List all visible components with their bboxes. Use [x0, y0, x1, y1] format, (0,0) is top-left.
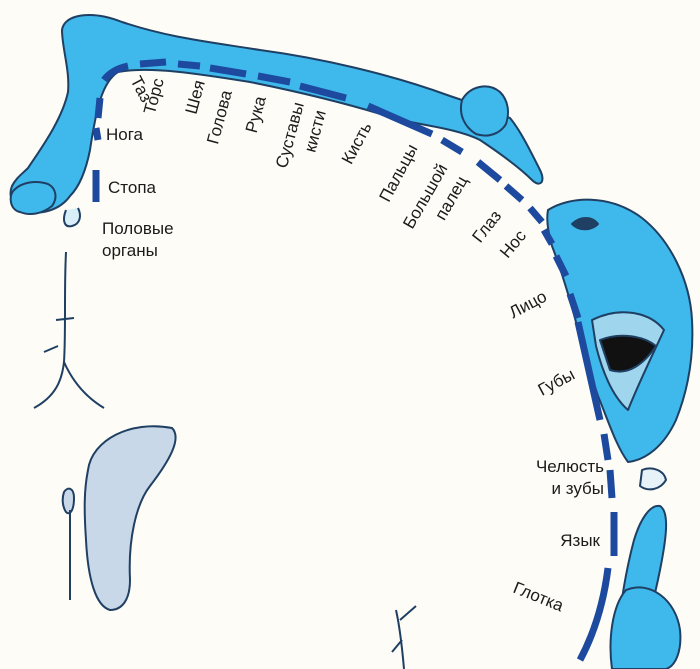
label-organy: органы [102, 241, 158, 260]
label-ruka: Рука [242, 94, 270, 135]
label-chelyust: Челюсть [536, 457, 604, 476]
pharynx-drawing [611, 587, 681, 669]
genitals-drawing [64, 208, 80, 226]
label-stopa: Стопа [108, 178, 157, 197]
map-segment [610, 470, 612, 498]
label-polovye: Половые [102, 219, 174, 238]
map-segment [530, 208, 542, 222]
map-segment [604, 434, 608, 460]
label-golova: Голова [203, 88, 236, 147]
homunculus-foot [11, 182, 56, 214]
label-glotka: Глотка [511, 578, 567, 615]
stomach-drawing [85, 426, 176, 610]
duct-drawing [63, 489, 74, 514]
label-i-zuby: и зубы [552, 479, 604, 498]
label-guby: Губы [535, 365, 578, 400]
eye-drawing [572, 218, 598, 229]
label-nos: Нос [496, 226, 530, 262]
map-segment [98, 98, 100, 118]
map-segment [506, 186, 522, 200]
map-segment [178, 64, 200, 66]
internal-organs [34, 252, 416, 669]
map-segment [96, 128, 98, 140]
nerve-branch-left [34, 252, 104, 408]
map-segment [478, 162, 500, 180]
label-yazyk: Язык [560, 531, 600, 550]
teeth-drawing [640, 468, 666, 489]
homunculus-hand [461, 86, 508, 135]
nerve-branch-right [392, 606, 416, 669]
label-glaz: Глаз [468, 207, 505, 247]
label-noga: Нога [106, 125, 144, 144]
map-segment [442, 140, 462, 152]
label-kist: Кисть [338, 119, 376, 167]
label-sheya: Шея [182, 78, 209, 116]
map-segment [140, 62, 166, 64]
label-sustavy: Суставы [272, 100, 308, 170]
map-segment [580, 568, 608, 660]
label-litso: Лицо [506, 287, 550, 322]
